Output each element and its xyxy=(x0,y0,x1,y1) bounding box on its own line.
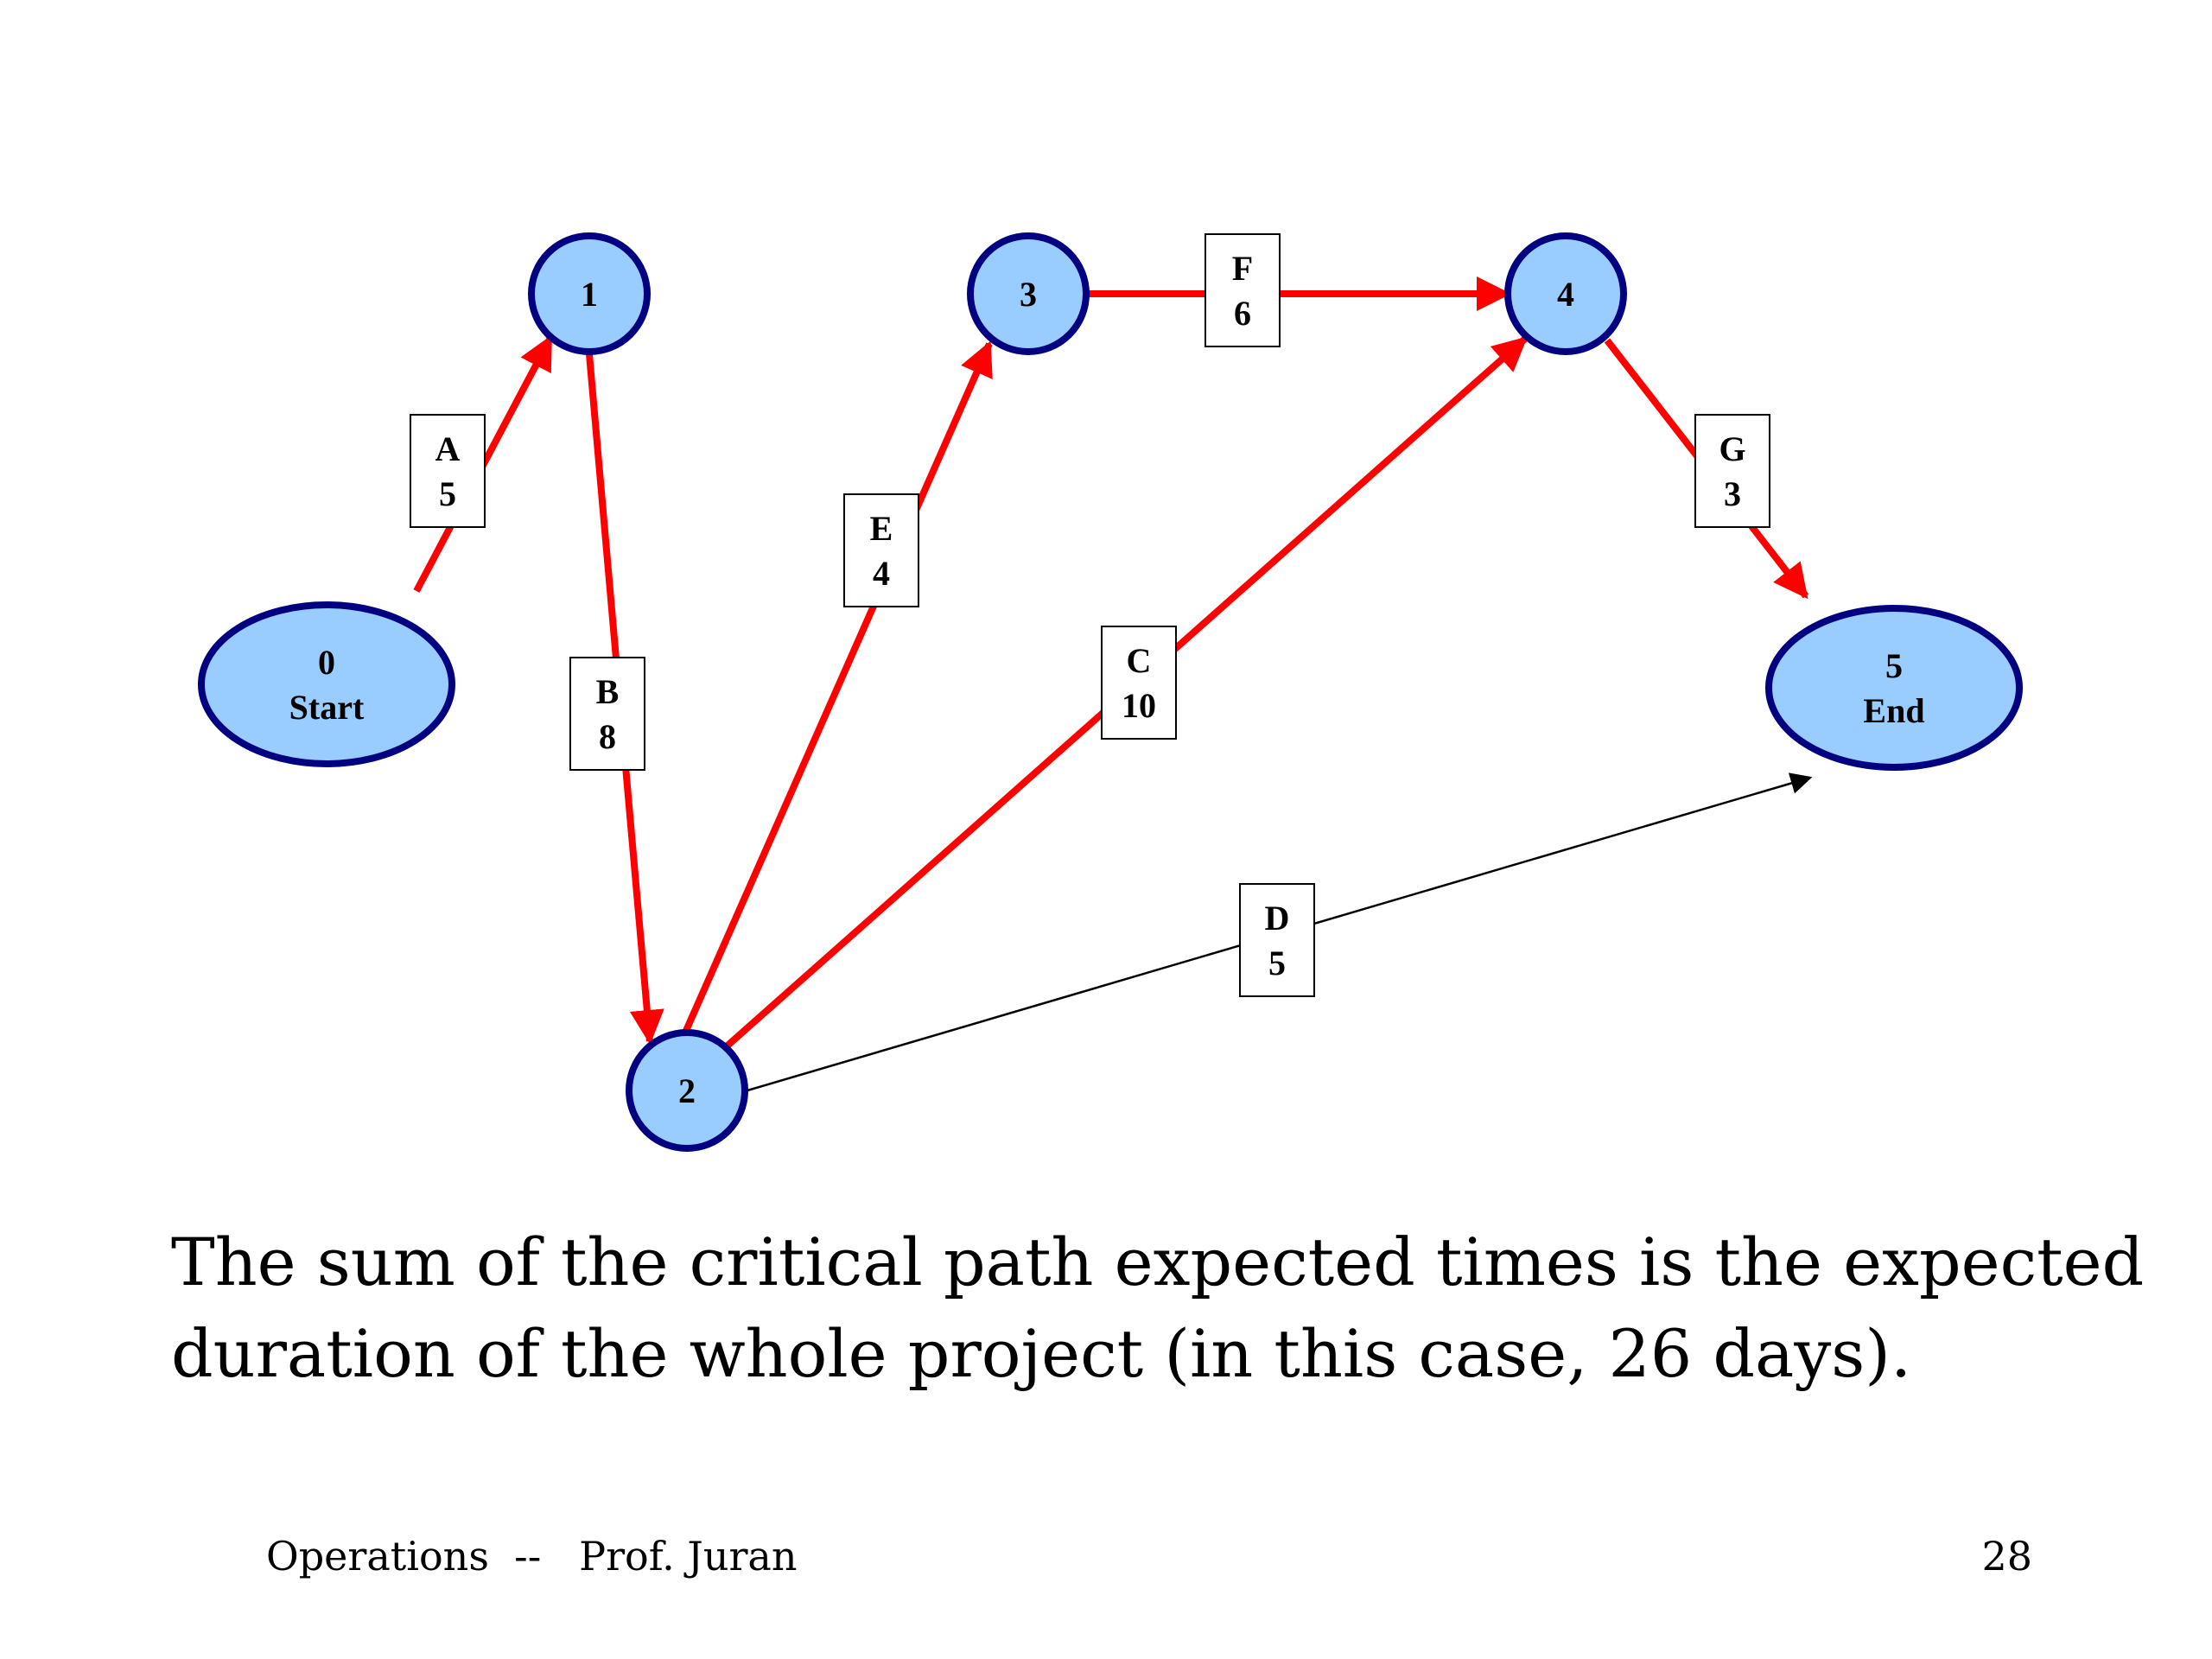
edge-e-arrow xyxy=(682,340,993,1034)
node-shape xyxy=(198,601,455,767)
activity-duration: 10 xyxy=(1122,686,1156,725)
activity-duration: 8 xyxy=(599,717,616,756)
node-number: 1 xyxy=(581,275,598,314)
label-box xyxy=(1239,883,1315,997)
caption-line-2: duration of the whole project (in this c… xyxy=(171,1315,1912,1392)
node-1: 1 xyxy=(528,232,651,355)
label-box xyxy=(1694,414,1770,528)
activity-name: G xyxy=(1719,429,1745,468)
node-shape xyxy=(1765,605,2023,771)
activity-duration: 5 xyxy=(439,474,456,513)
edge-d-label: D5 xyxy=(1239,883,1315,997)
node-shape xyxy=(528,232,651,355)
label-box xyxy=(1205,233,1281,347)
activity-name: E xyxy=(870,509,893,548)
activity-duration: 4 xyxy=(873,554,890,593)
node-number: 0 xyxy=(318,643,335,682)
activity-duration: 6 xyxy=(1234,294,1251,333)
edge-b-label: B8 xyxy=(569,657,645,771)
node-caption: End xyxy=(1863,691,1924,730)
node-shape xyxy=(967,232,1090,355)
label-box xyxy=(843,493,919,607)
node-number: 3 xyxy=(1020,275,1037,314)
caption: The sum of the critical path expected ti… xyxy=(171,1217,2145,1400)
caption-line-1: The sum of the critical path expected ti… xyxy=(171,1224,2145,1300)
activity-name: F xyxy=(1232,249,1253,288)
edge-g-label: G3 xyxy=(1694,414,1770,528)
edge-f-label: F6 xyxy=(1205,233,1281,347)
node-number: 5 xyxy=(1885,646,1903,685)
node-number: 2 xyxy=(678,1071,696,1110)
activity-duration: 3 xyxy=(1724,474,1741,513)
edge-a-label: A5 xyxy=(410,414,486,528)
activity-name: C xyxy=(1127,641,1152,680)
activity-name: B xyxy=(596,672,620,711)
edge-e-label: E4 xyxy=(843,493,919,607)
label-box xyxy=(569,657,645,771)
label-box xyxy=(1101,626,1177,740)
footer-course-info: Operations -- Prof. Juran xyxy=(266,1533,798,1580)
node-3: 3 xyxy=(967,232,1090,355)
node-shape xyxy=(626,1029,748,1152)
edge-c-label: C 10 xyxy=(1101,626,1177,740)
label-box xyxy=(410,414,486,528)
node-caption: Start xyxy=(289,688,365,727)
node-2: 2 xyxy=(626,1029,748,1152)
node-shape xyxy=(1504,232,1627,355)
activity-name: A xyxy=(435,429,461,468)
node-4: 4 xyxy=(1504,232,1627,355)
activity-duration: 5 xyxy=(1268,944,1286,982)
footer-page-number: 28 xyxy=(1981,1533,2032,1580)
activity-name: D xyxy=(1265,899,1290,938)
node-number: 4 xyxy=(1557,275,1574,314)
